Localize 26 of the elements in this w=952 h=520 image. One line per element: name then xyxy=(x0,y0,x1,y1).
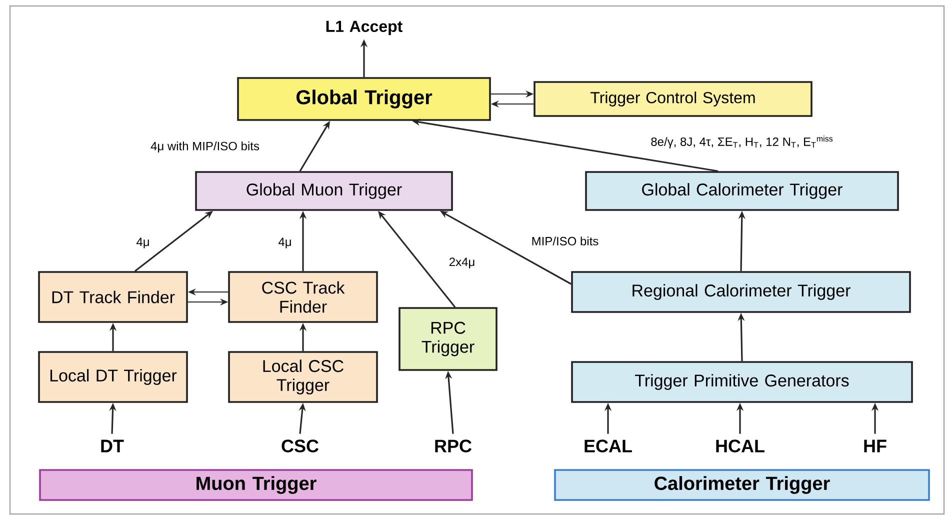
trigger-box: RPC Trigger xyxy=(398,307,498,371)
trigger-box: DT Track Finder xyxy=(38,271,188,323)
section-band: Calorimeter Trigger xyxy=(554,469,930,501)
edge-label: 8e/γ, 8J, 4τ, ΣE$_{T}$, H$_{T}$, 12 N$_{T}$, E$_{T}$miss xyxy=(650,134,834,150)
trigger-box: Local CSC Trigger xyxy=(228,351,378,403)
input-label: HF xyxy=(864,440,886,452)
edge-label: 2x4μ xyxy=(448,256,476,270)
input-label: HCAL xyxy=(716,440,764,452)
trigger-box: Global Trigger xyxy=(237,77,491,121)
input-label: RPC xyxy=(435,440,472,452)
trigger-box: Regional Calorimeter Trigger xyxy=(571,271,911,313)
trigger-box: CSC Track Finder xyxy=(228,271,378,323)
input-label: DT xyxy=(101,440,124,452)
trigger-box: Trigger Control System xyxy=(534,81,812,117)
input-label: CSC xyxy=(282,440,319,452)
edge-label: MIP/ISO bits xyxy=(530,236,600,246)
edge-label: 4μ xyxy=(277,236,293,250)
trigger-box: Global Muon Trigger xyxy=(195,171,453,211)
trigger-box: Global Calorimeter Trigger xyxy=(585,171,899,211)
input-label: ECAL xyxy=(584,440,632,452)
edge-label: 4μ xyxy=(135,236,151,250)
trigger-box: Local DT Trigger xyxy=(38,351,188,403)
trigger-box: Trigger Primitive Generators xyxy=(571,361,913,403)
section-band: Muon Trigger xyxy=(39,469,473,501)
output-label: L1 Accept xyxy=(326,20,402,36)
edge-label: 4μ with MIP/ISO bits xyxy=(150,140,260,154)
